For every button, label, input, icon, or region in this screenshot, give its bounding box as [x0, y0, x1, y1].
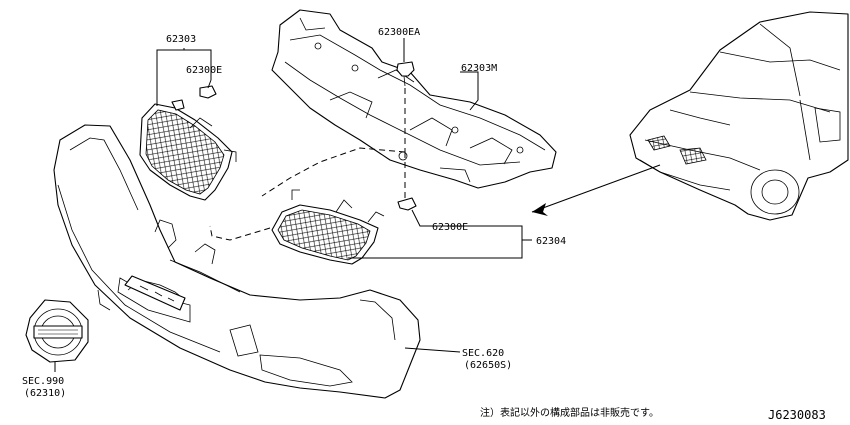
callout-62300e-top: 62300E [186, 65, 222, 76]
callout-62303: 62303 [166, 34, 196, 45]
upper-grille-part [139, 103, 237, 201]
callout-sec990: SEC.990 [22, 376, 64, 387]
clip-62300e-top-part [171, 85, 217, 111]
clip-62300ea-part [396, 61, 415, 87]
footnote-text: 注）表記以外の構成部品は非販売です。 [480, 406, 659, 419]
callout-62300ea: 62300EA [378, 27, 420, 38]
callout-sec620-sub: (62650S) [464, 360, 512, 371]
front-bumper-part [53, 124, 421, 399]
dash-leader [209, 225, 271, 241]
callout-62300e-mid: 62300E [432, 222, 468, 233]
leader-lines [54, 38, 532, 372]
callout-sec990-sub: (62310) [24, 388, 66, 399]
vehicle-arrow-line [531, 164, 661, 213]
emblem-part [25, 299, 89, 363]
callout-62303m: 62303M [461, 63, 497, 74]
callout-62304: 62304 [536, 236, 566, 247]
lower-grille-part [271, 189, 385, 265]
vehicle-overview-sketch [629, 11, 849, 221]
arrow-head-icon [532, 203, 548, 216]
diagram-id: J6230083 [768, 408, 826, 422]
radiator-core-cover-part [271, 9, 557, 189]
clip-62300e-mid-part [397, 197, 417, 211]
dash-leader [261, 147, 406, 197]
callout-sec620: SEC.620 [462, 348, 504, 359]
